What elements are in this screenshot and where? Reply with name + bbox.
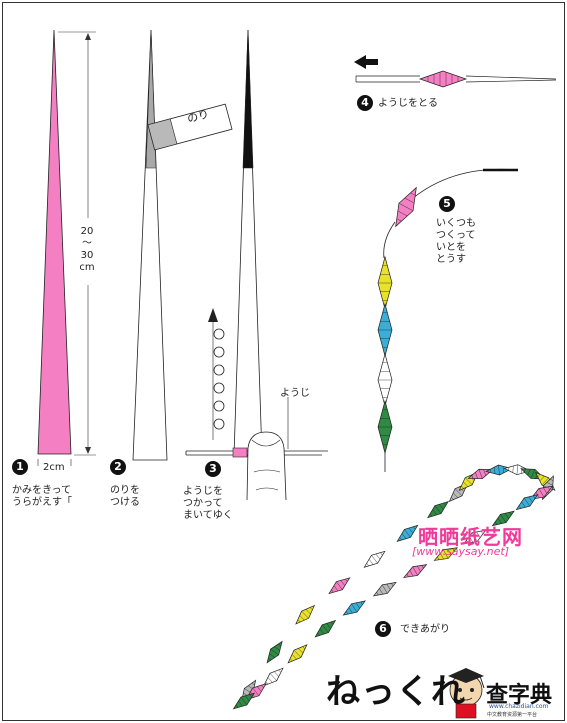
bead-white: [377, 352, 393, 408]
vertical-bead-string: [377, 186, 417, 455]
necklace-bead-blue: [515, 494, 539, 511]
step-2-caption: のりを つける: [110, 485, 140, 508]
toothpick-label: ようじ: [280, 388, 310, 399]
step-4-number: 4: [357, 95, 373, 111]
necklace-bead-yellow: [433, 547, 458, 561]
coil-loop: [213, 328, 225, 340]
coil-loop: [213, 364, 225, 376]
necklace-bead-green: [314, 619, 337, 638]
step-6-caption: できあがり: [400, 624, 450, 635]
watermark-site-name: 晒晒纸艺网: [418, 525, 523, 549]
necklace-bead-yellow: [287, 644, 308, 664]
rolling-coils: [213, 328, 225, 430]
step-5-number: 5: [439, 196, 455, 212]
logo-domain: www.chazidian.com: [489, 703, 549, 710]
necklace-bead-pink: [328, 577, 351, 595]
coil-loop: [213, 400, 225, 412]
step-1-caption: かみをきって うらがえす「: [12, 485, 72, 508]
dimension-arrow-bottom: [85, 447, 91, 454]
roll-arrow-head: [208, 308, 218, 322]
coil-loop: [213, 346, 225, 358]
glue-tube: [147, 103, 233, 151]
string-5: [405, 168, 519, 205]
necklace-bead-green: [232, 692, 256, 710]
logo-tagline: 中文教育资源第一平台: [487, 712, 538, 718]
glued-tip-3: [242, 29, 254, 169]
necklace-bead-green: [266, 640, 283, 664]
step-3-caption: ようじを つかって まいてゆく: [183, 486, 233, 521]
bead-pink-threading: [395, 186, 417, 228]
step1-illustration: [37, 29, 96, 466]
watermark-url: [www.saysay.net]: [412, 545, 510, 558]
page-title: ねっくれ: [326, 672, 466, 712]
necklace-bead-white: [462, 529, 487, 545]
bead-yellow: [377, 255, 393, 311]
necklace-bead-green: [426, 500, 449, 519]
bead-on-toothpick: [418, 70, 468, 88]
strip-width-label: 2cm: [43, 462, 65, 473]
step-3-number: 3: [205, 461, 221, 477]
step-1-number: 1: [12, 459, 28, 475]
chazidian-mascot: [448, 668, 485, 719]
pull-direction-arrow: [354, 55, 378, 69]
necklace-bead-blue: [342, 600, 366, 616]
thumb: [246, 431, 287, 501]
step3-illustration: [185, 29, 328, 501]
step2-illustration: [132, 29, 233, 461]
logo-name: 查字典: [486, 683, 553, 708]
necklace-bead-green: [491, 510, 515, 527]
bead-green: [377, 399, 393, 455]
dimension-arrow-top: [85, 33, 91, 40]
necklace-bead-white: [363, 550, 386, 568]
necklace-bead-blue: [396, 524, 419, 542]
coil-loop: [213, 418, 225, 430]
necklace-bead-gray: [372, 581, 397, 597]
necklace-bead-yellow: [295, 604, 316, 625]
coil-loop: [213, 382, 225, 394]
finished-necklace: [232, 464, 556, 710]
bead-blue: [377, 302, 393, 358]
step4-illustration: [354, 55, 557, 88]
necklace-bead-blue: [485, 464, 513, 476]
rolled-paper: [232, 447, 248, 458]
step-5-caption: いくつも つくって いとを とうす: [436, 218, 476, 265]
step-2-number: 2: [110, 459, 126, 475]
necklace-bead-pink: [403, 564, 428, 579]
strip-length-label: 20 〜 30 cm: [79, 226, 95, 273]
step5-illustration: [377, 168, 519, 472]
pink-paper-strip: [37, 29, 72, 455]
step-4-caption: ようじをとる: [378, 98, 438, 109]
step-6-number: 6: [375, 621, 391, 637]
white-paper-strip: [132, 29, 168, 461]
